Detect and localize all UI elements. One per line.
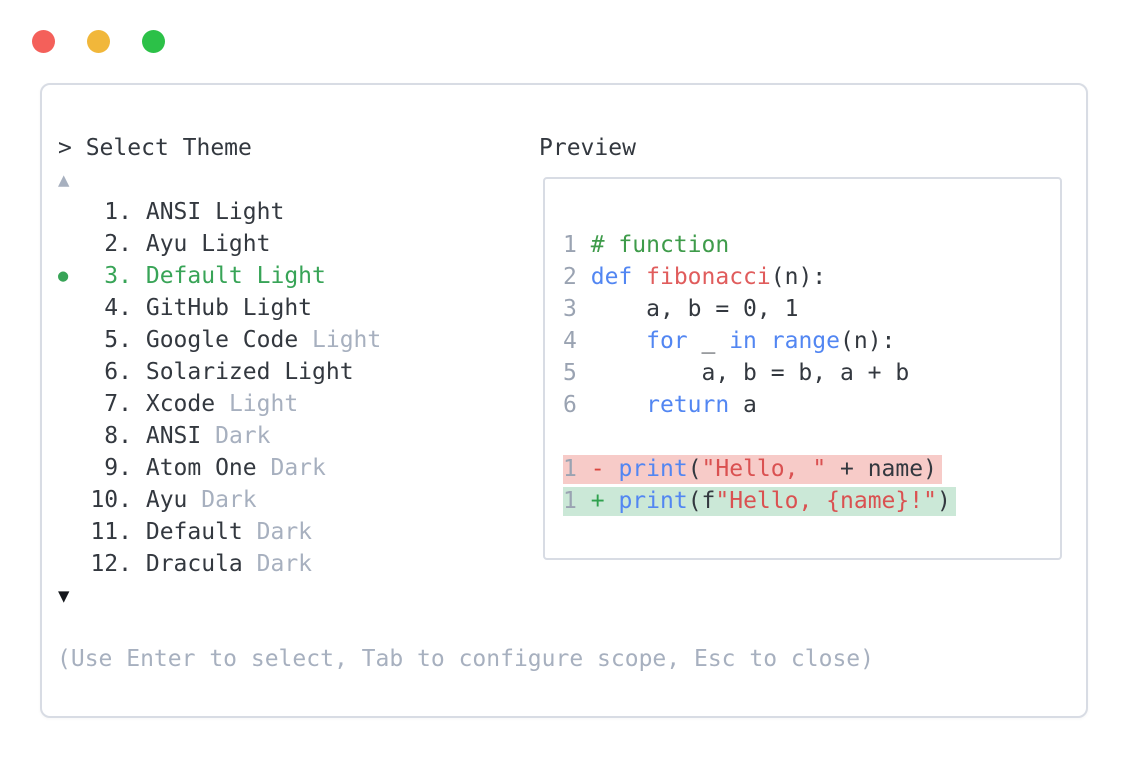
scroll-down-icon[interactable]: ▼ bbox=[58, 585, 70, 607]
theme-list: 1. ANSI Light 2. Ayu Light ● 3. Default Light 4… bbox=[58, 196, 528, 580]
theme-item-label: Default Light bbox=[145, 263, 326, 289]
maximize-button[interactable] bbox=[141, 30, 165, 53]
code-line-content: 3 a, b = 0, 1 bbox=[563, 296, 799, 322]
theme-item-number: 4. bbox=[104, 295, 132, 321]
theme-item-variant: Dark bbox=[270, 455, 326, 481]
theme-item-label: Xcode bbox=[145, 391, 229, 417]
code-line: 5 a, b = b, a + b bbox=[563, 357, 1060, 389]
theme-item-variant: Dark bbox=[215, 423, 271, 449]
page-title: Select Theme bbox=[85, 135, 252, 161]
theme-item-number: 1. bbox=[104, 199, 132, 225]
selected-bullet-icon bbox=[58, 452, 90, 484]
preview-title: Preview bbox=[539, 135, 636, 161]
selected-bullet-icon bbox=[58, 228, 90, 260]
theme-item-1[interactable]: 1. ANSI Light bbox=[58, 196, 528, 228]
theme-item-variant: Light bbox=[228, 391, 299, 417]
keyboard-hint: (Use Enter to select, Tab to configure s… bbox=[57, 646, 874, 672]
selected-bullet-icon: ● bbox=[58, 266, 69, 286]
code-line: 1 - print("Hello, " + name) bbox=[563, 453, 1060, 485]
theme-item-number: 7. bbox=[104, 391, 132, 417]
theme-item-12[interactable]: 12. Dracula Dark bbox=[58, 548, 528, 580]
theme-item-number: 6. bbox=[104, 359, 132, 385]
theme-item-10[interactable]: 10. Ayu Dark bbox=[58, 484, 528, 516]
code-line: 2 def fibonacci(n): bbox=[563, 261, 1060, 293]
theme-item-6[interactable]: 6. Solarized Light bbox=[58, 356, 528, 388]
code-line-content: 4 for _ in range(n): bbox=[563, 328, 896, 354]
minimize-button[interactable] bbox=[86, 30, 110, 53]
theme-item-number: 12. bbox=[90, 551, 132, 577]
selected-bullet-icon bbox=[58, 292, 90, 324]
selected-bullet-icon bbox=[58, 324, 90, 356]
theme-item-label: Ayu bbox=[145, 487, 202, 513]
selected-bullet-icon bbox=[58, 548, 90, 580]
theme-selector-window: > Select Theme ▲ 1. ANSI Light 2. Ayu Light ●… bbox=[40, 83, 1088, 718]
theme-item-3[interactable]: ● 3. Default Light bbox=[58, 260, 528, 292]
theme-item-number: 11. bbox=[90, 519, 132, 545]
selected-bullet-icon bbox=[58, 356, 90, 388]
theme-item-label: ANSI Light bbox=[145, 199, 285, 225]
theme-item-variant: Dark bbox=[201, 487, 257, 513]
theme-item-5[interactable]: 5. Google Code Light bbox=[58, 324, 528, 356]
window-controls bbox=[32, 30, 183, 59]
scroll-up-icon[interactable]: ▲ bbox=[58, 169, 70, 191]
selected-bullet-icon bbox=[58, 484, 90, 516]
theme-item-11[interactable]: 11. Default Dark bbox=[58, 516, 528, 548]
theme-item-number: 9. bbox=[104, 455, 132, 481]
theme-item-7[interactable]: 7. Xcode Light bbox=[58, 388, 528, 420]
theme-item-number: 5. bbox=[104, 327, 132, 353]
theme-item-8[interactable]: 8. ANSI Dark bbox=[58, 420, 528, 452]
theme-item-number: 2. bbox=[104, 231, 132, 257]
code-preview: 1 # function 2 def fibonacci(n): 3 a, b = … bbox=[563, 229, 1060, 517]
theme-item-label: Ayu Light bbox=[145, 231, 271, 257]
diff-removed-line: 1 - print("Hello, " + name) bbox=[563, 455, 942, 484]
code-line bbox=[563, 421, 1060, 453]
code-line-content: 1 # function bbox=[563, 232, 730, 258]
prompt-chevron-icon: > bbox=[58, 135, 72, 161]
selected-bullet-icon bbox=[58, 420, 90, 452]
theme-item-label: Default bbox=[145, 519, 257, 545]
theme-item-label: Google Code bbox=[145, 327, 313, 353]
theme-item-label: GitHub Light bbox=[145, 295, 313, 321]
code-line: 4 for _ in range(n): bbox=[563, 325, 1060, 357]
code-line: 1 + print(f"Hello, {name}!") bbox=[563, 485, 1060, 517]
select-theme-prompt: > Select Theme bbox=[58, 132, 528, 164]
preview-pane: 1 # function 2 def fibonacci(n): 3 a, b = … bbox=[543, 177, 1062, 560]
theme-item-9[interactable]: 9. Atom One Dark bbox=[58, 452, 528, 484]
code-line-content: 2 def fibonacci(n): bbox=[563, 264, 827, 290]
theme-item-label: ANSI bbox=[145, 423, 216, 449]
code-line-content: 5 a, b = b, a + b bbox=[563, 360, 910, 386]
code-line-content: 6 return a bbox=[563, 392, 757, 418]
theme-item-label: Dracula bbox=[145, 551, 257, 577]
theme-item-variant: Dark bbox=[256, 519, 313, 545]
diff-added-line: 1 + print(f"Hello, {name}!") bbox=[563, 487, 956, 516]
selected-bullet-icon bbox=[58, 388, 90, 420]
code-line: 1 # function bbox=[563, 229, 1060, 261]
theme-item-number: 10. bbox=[90, 487, 132, 513]
code-line: 6 return a bbox=[563, 389, 1060, 421]
theme-item-4[interactable]: 4. GitHub Light bbox=[58, 292, 528, 324]
theme-selector-panel: > Select Theme ▲ 1. ANSI Light 2. Ayu Light ●… bbox=[58, 132, 528, 612]
close-button[interactable] bbox=[32, 30, 55, 53]
theme-item-label: Solarized Light bbox=[145, 359, 354, 385]
theme-item-2[interactable]: 2. Ayu Light bbox=[58, 228, 528, 260]
theme-item-number: 8. bbox=[104, 423, 132, 449]
code-line: 3 a, b = 0, 1 bbox=[563, 293, 1060, 325]
selected-bullet-icon bbox=[58, 516, 90, 548]
theme-item-variant: Light bbox=[312, 327, 382, 353]
theme-item-label: Atom One bbox=[145, 455, 271, 481]
selected-bullet-icon bbox=[58, 196, 90, 228]
theme-item-number: 3. bbox=[104, 263, 132, 289]
theme-item-variant: Dark bbox=[256, 551, 313, 577]
